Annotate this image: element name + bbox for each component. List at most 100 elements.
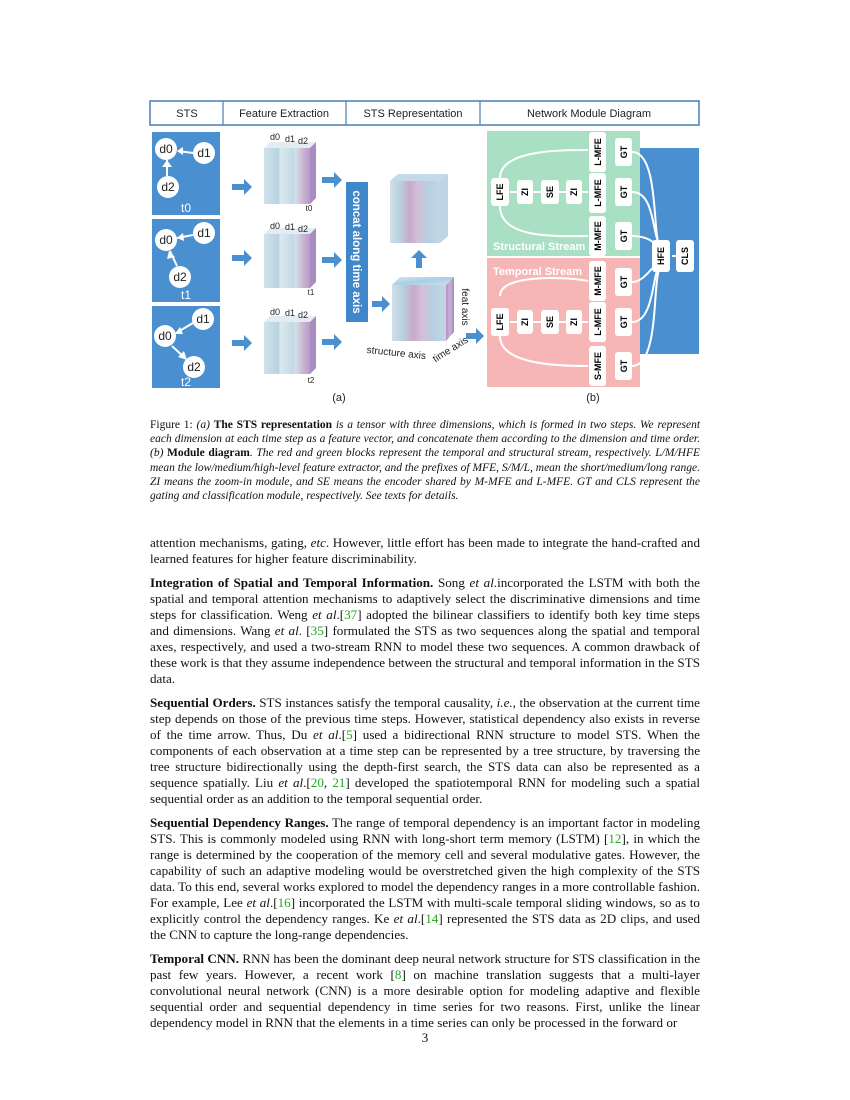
paragraph-dependency-ranges: Sequential Dependency Ranges. The range …	[150, 815, 700, 942]
caption-label: Figure 1:	[150, 419, 193, 431]
slab-time-t2: t2	[308, 376, 315, 385]
node-d0: d0	[158, 329, 172, 343]
citation-link[interactable]: 5	[346, 727, 353, 742]
module-zi: ZI	[569, 318, 579, 326]
sts-panel-t2: d1 d0 d2 t2	[152, 306, 220, 389]
figure-caption: Figure 1: (a) The STS representation is …	[150, 418, 700, 503]
header-network-module-diagram: Network Module Diagram	[527, 108, 651, 120]
header-sts: STS	[176, 108, 197, 120]
structural-modules: LFE ZI SE ZI L-MFE L-MFE M-MFE GT GT GT	[491, 132, 632, 256]
slab-label-d2: d2	[298, 310, 308, 320]
slab-label-d1: d1	[285, 222, 295, 232]
module-hfe: HFE	[656, 247, 666, 265]
sts-panel-t1: d0 d1 d2 t1	[152, 219, 220, 302]
module-s-mfe: S-MFE	[593, 352, 603, 380]
panel-b-label: (b)	[586, 392, 599, 404]
paragraph-intro: attention mechanisms, gating, etc. Howev…	[150, 535, 700, 566]
citation-link[interactable]: 16	[277, 895, 291, 910]
caption-a-marker: (a)	[196, 419, 210, 431]
module-l-mfe: L-MFE	[593, 179, 603, 207]
figure-1: STS Feature Extraction STS Representatio…	[149, 100, 700, 404]
citation-link[interactable]: 8	[394, 967, 402, 982]
citation-link[interactable]: 20	[310, 775, 324, 790]
module-se: SE	[545, 186, 555, 198]
node-d1: d1	[197, 146, 211, 160]
module-gt: GT	[619, 145, 629, 158]
temporal-stream-label: Temporal Stream	[493, 266, 582, 278]
module-gt: GT	[619, 315, 629, 328]
slab-label-d1: d1	[285, 134, 295, 144]
paragraph-sequential-orders: Sequential Orders. STS instances satisfy…	[150, 695, 700, 806]
panel-a-label: (a)	[332, 392, 345, 404]
time-label-t2: t2	[181, 375, 191, 389]
node-d0: d0	[159, 142, 173, 156]
body-text: attention mechanisms, gating, etc. Howev…	[150, 535, 700, 1039]
arrow-concat-to-cube	[372, 296, 390, 312]
module-m-mfe: M-MFE	[593, 266, 603, 296]
figure-header: STS Feature Extraction STS Representatio…	[149, 100, 700, 126]
module-l-mfe: L-MFE	[593, 308, 603, 336]
feature-slab-t1: d0 d1 d2 t1	[264, 221, 316, 297]
feature-slab-t2: d0 d1 d2 t2	[264, 307, 316, 385]
module-zi: ZI	[520, 318, 530, 326]
structural-stream-label: Structural Stream	[493, 241, 586, 253]
arrows-to-concat	[322, 172, 342, 350]
module-gt: GT	[619, 275, 629, 288]
slab-label-d0: d0	[270, 221, 280, 231]
concat-label: concat along time axis	[350, 190, 362, 313]
arrow-to-network	[466, 328, 484, 344]
sts-tensor-cube: structure axis time axis feat axis	[366, 277, 470, 365]
node-d2: d2	[187, 360, 201, 374]
section-heading: Temporal CNN.	[150, 951, 240, 966]
page-number: 3	[421, 1030, 429, 1045]
axis-label-structure: structure axis	[366, 345, 426, 362]
slab-time-t1: t1	[308, 288, 315, 297]
module-lfe: LFE	[495, 184, 505, 201]
slab-label-d2: d2	[298, 136, 308, 146]
time-label-t1: t1	[181, 288, 191, 302]
arrows-to-features	[232, 179, 252, 351]
module-zi: ZI	[520, 188, 530, 196]
network-diagram: Structural Stream Temporal Stream LFE ZI	[487, 131, 699, 387]
citation-link[interactable]: 12	[608, 831, 622, 846]
sts-tensor-cube-rotated	[390, 174, 448, 243]
module-zi: ZI	[569, 188, 579, 196]
module-lfe: LFE	[495, 314, 505, 331]
temporal-modules: LFE ZI SE ZI M-MFE L-MFE S-MFE GT GT GT	[491, 261, 632, 386]
axis-label-feat: feat axis	[459, 288, 470, 325]
paragraph-spatial-temporal: Integration of Spatial and Temporal Info…	[150, 575, 700, 686]
section-heading: Sequential Dependency Ranges.	[150, 815, 329, 830]
module-gt: GT	[619, 229, 629, 242]
caption-a-bold: The STS representation	[213, 419, 333, 431]
module-gt: GT	[619, 185, 629, 198]
citation-link[interactable]: 35	[310, 623, 324, 638]
module-cls: CLS	[680, 247, 690, 265]
caption-b-marker: (b)	[150, 447, 164, 460]
node-d1: d1	[196, 312, 210, 326]
sts-panel-t0: d0 d1 d2 t0	[152, 132, 220, 215]
node-d1: d1	[197, 226, 211, 240]
module-m-mfe: M-MFE	[593, 221, 603, 251]
time-label-t0: t0	[181, 201, 191, 215]
citation-link[interactable]: 37	[344, 607, 358, 622]
section-heading: Sequential Orders.	[150, 695, 256, 710]
paragraph-temporal-cnn: Temporal CNN. RNN has been the dominant …	[150, 951, 700, 1030]
slab-time-t0: t0	[306, 204, 313, 213]
module-se: SE	[545, 316, 555, 328]
header-feature-extraction: Feature Extraction	[239, 108, 329, 120]
arrow-up-icon	[411, 250, 427, 268]
module-l-mfe: L-MFE	[593, 138, 603, 166]
caption-b-bold: Module diagram	[167, 447, 250, 460]
slab-label-d1: d1	[285, 308, 295, 318]
caption-a-text: is a tensor with three dimensions, which…	[150, 419, 701, 446]
slab-label-d0: d0	[270, 132, 280, 142]
node-d0: d0	[159, 233, 173, 247]
slab-label-d2: d2	[298, 224, 308, 234]
node-d2: d2	[173, 270, 187, 284]
concat-bar: concat along time axis	[346, 182, 368, 322]
slab-label-d0: d0	[270, 307, 280, 317]
module-gt: GT	[619, 359, 629, 372]
citation-link[interactable]: 14	[425, 911, 439, 926]
header-sts-representation: STS Representation	[363, 108, 462, 120]
citation-link[interactable]: 21	[332, 775, 346, 790]
